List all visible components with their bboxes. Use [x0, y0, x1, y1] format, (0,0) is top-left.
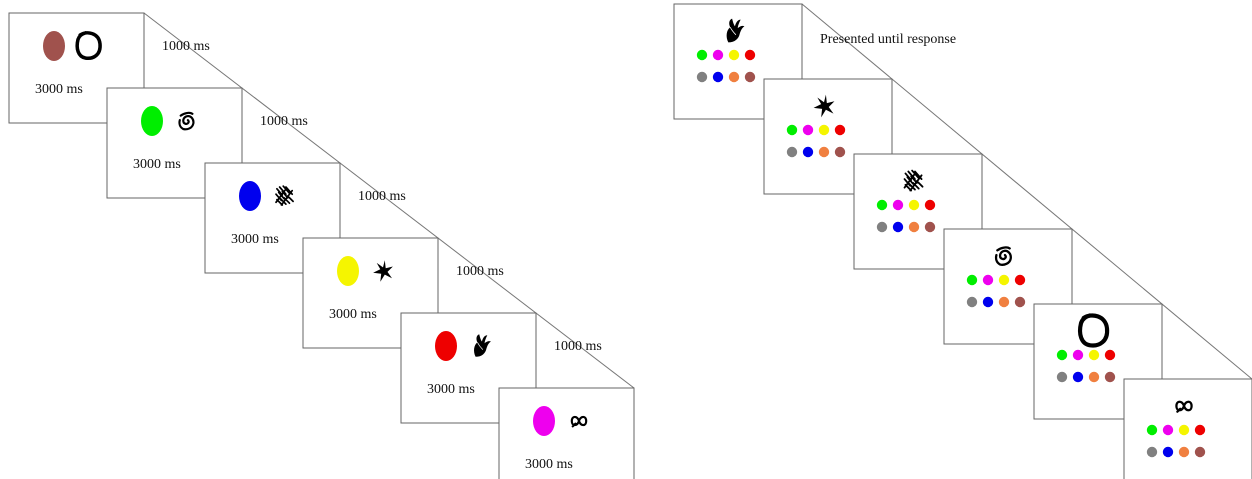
color-disc	[43, 31, 65, 61]
palette-dot	[908, 221, 920, 233]
interval-duration: 1000 ms	[554, 339, 602, 354]
palette-dot	[1072, 371, 1084, 383]
diagram-root: 3000 ms 3000 ms 3000 ms 3000 ms 3000 ms 3000 …	[8, 3, 1252, 479]
encoding-frame: 3000 ms	[498, 387, 635, 479]
palette-dot	[924, 199, 936, 211]
palette-dot	[1162, 424, 1174, 436]
palette-dot	[696, 49, 708, 61]
interval-duration: 1000 ms	[162, 39, 210, 54]
test-card	[1033, 303, 1163, 420]
color-disc	[239, 181, 261, 211]
palette-dot	[802, 124, 814, 136]
palette-dot	[1178, 446, 1190, 458]
color-disc	[533, 406, 555, 436]
frame-duration: 3000 ms	[133, 157, 181, 172]
palette-dot	[786, 124, 798, 136]
palette-dot	[892, 199, 904, 211]
sequence-guide-line	[143, 12, 635, 389]
palette-dot	[1146, 446, 1158, 458]
palette-dot	[924, 221, 936, 233]
palette-dot	[818, 124, 830, 136]
color-disc	[141, 106, 163, 136]
palette-dot	[1104, 349, 1116, 361]
test-frame	[673, 3, 803, 120]
palette-dot	[818, 146, 830, 158]
palette-dot	[1162, 446, 1174, 458]
palette-dot	[876, 221, 888, 233]
frame-duration: 3000 ms	[525, 457, 573, 472]
palette-dot	[1178, 424, 1190, 436]
palette-dot	[966, 274, 978, 286]
interval-duration: 1000 ms	[456, 264, 504, 279]
palette-dot	[696, 71, 708, 83]
test-guide-line	[801, 3, 1252, 380]
palette-dot	[1056, 371, 1068, 383]
palette-dot	[744, 71, 756, 83]
encoding-frame: 3000 ms	[204, 162, 341, 274]
palette-dot	[1088, 349, 1100, 361]
palette-dot	[786, 146, 798, 158]
palette-dot	[1088, 371, 1100, 383]
palette-dot	[712, 49, 724, 61]
frame-duration: 3000 ms	[231, 232, 279, 247]
palette-dot	[834, 146, 846, 158]
palette-dot	[712, 71, 724, 83]
palette-dot	[982, 296, 994, 308]
interval-duration: 1000 ms	[260, 114, 308, 129]
palette-dot	[1014, 296, 1026, 308]
palette-dot	[744, 49, 756, 61]
palette-dot	[1014, 274, 1026, 286]
interval-duration: 1000 ms	[358, 189, 406, 204]
palette-dot	[908, 199, 920, 211]
palette-dot	[728, 49, 740, 61]
palette-dot	[998, 296, 1010, 308]
palette-dot	[728, 71, 740, 83]
palette-dot	[1194, 446, 1206, 458]
frame-duration: 3000 ms	[35, 82, 83, 97]
palette-dot	[834, 124, 846, 136]
palette-dot	[966, 296, 978, 308]
frame-duration: 3000 ms	[329, 307, 377, 322]
palette-dot	[1194, 424, 1206, 436]
frame-card	[498, 387, 635, 479]
palette-dot	[802, 146, 814, 158]
color-disc	[337, 256, 359, 286]
palette-dot	[1072, 349, 1084, 361]
palette-dot	[998, 274, 1010, 286]
palette-dot	[1056, 349, 1068, 361]
palette-dot	[876, 199, 888, 211]
frame-duration: 3000 ms	[427, 382, 475, 397]
palette-dot	[1104, 371, 1116, 383]
test-frame	[1123, 378, 1252, 479]
palette-dot	[982, 274, 994, 286]
palette-dot	[1146, 424, 1158, 436]
response-label: Presented until response	[820, 32, 956, 47]
test-frame	[1033, 303, 1163, 420]
palette-dot	[892, 221, 904, 233]
color-disc	[435, 331, 457, 361]
